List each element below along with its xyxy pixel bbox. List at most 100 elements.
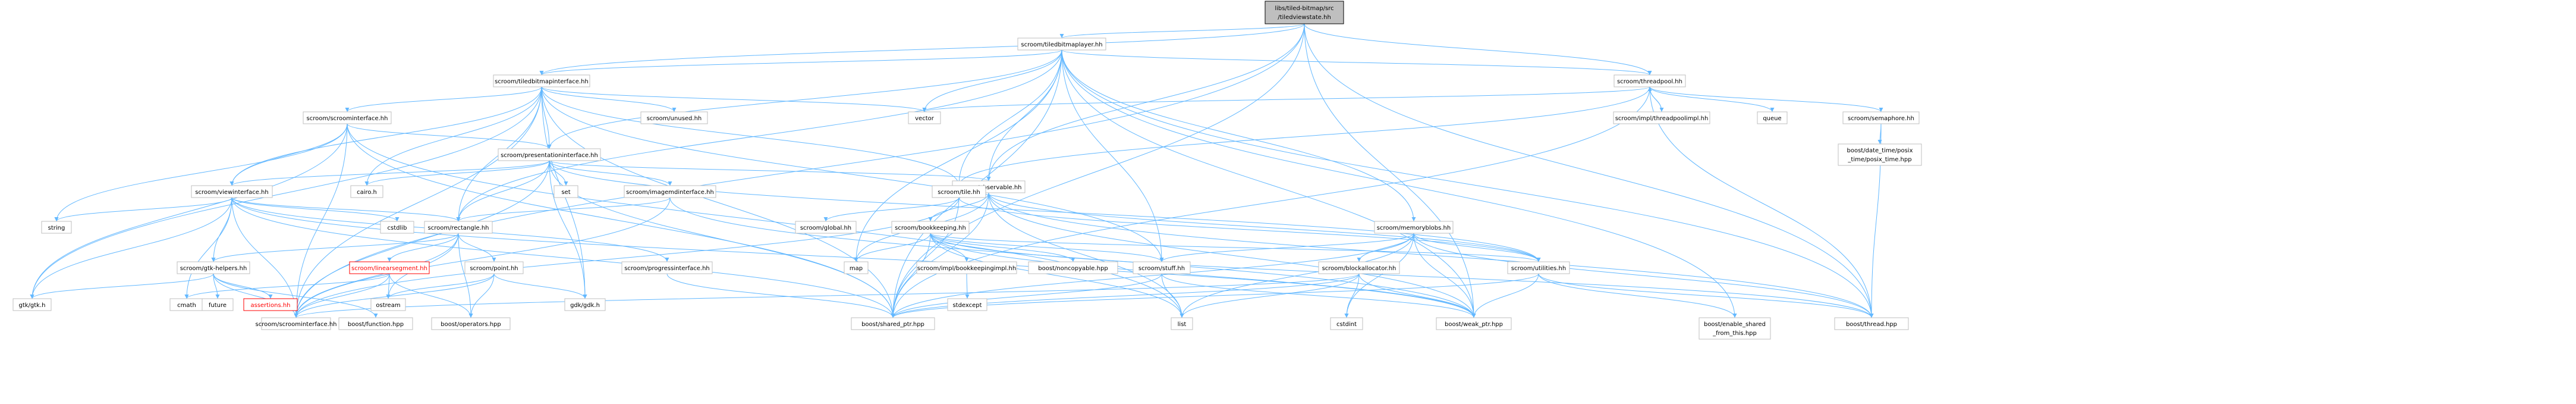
include-edge: [891, 86, 1650, 318]
include-edge: [1304, 23, 1874, 318]
node-string[interactable]: string: [41, 221, 72, 234]
include-edge: [294, 233, 459, 318]
include-edge: [1061, 49, 1476, 318]
node-tiledviewstate[interactable]: libs/tiled-bitmap/src /tiledviewstate.hh: [1265, 1, 1344, 24]
include-edge: [30, 86, 542, 299]
node-vector[interactable]: vector: [908, 111, 941, 124]
node-cstdint[interactable]: cstdint: [1330, 317, 1363, 330]
node-shared-ptr[interactable]: boost/shared_ptr.hpp: [851, 317, 935, 330]
include-edge: [891, 273, 1539, 318]
include-edge: [1061, 49, 1164, 262]
include-edge: [891, 197, 960, 318]
node-tile[interactable]: scroom/tile.hh: [932, 185, 986, 198]
node-rectangle[interactable]: scroom/rectangle.hh: [424, 221, 493, 234]
node-posix-time[interactable]: boost/date_time/posix_time/posix_time.hp…: [1838, 143, 1922, 166]
node-map[interactable]: map: [844, 261, 869, 274]
include-edge: [184, 273, 390, 299]
node-cmath[interactable]: cmath: [169, 298, 204, 311]
include-edge: [1061, 49, 1737, 318]
include-edge: [30, 273, 214, 299]
node-function[interactable]: boost/function.hpp: [338, 317, 413, 330]
node-enable-shared-from-this[interactable]: boost/enable_shared_from_this.hpp: [1699, 317, 1771, 340]
include-edge: [922, 86, 1650, 112]
include-edge: [957, 49, 1062, 186]
node-memoryblobs[interactable]: scroom/memoryblobs.hh: [1374, 221, 1454, 234]
node-thread[interactable]: boost/thread.hpp: [1834, 317, 1909, 330]
node-scroominterface[interactable]: scroom/scroominterface.hh: [303, 111, 392, 124]
include-edge: [1061, 49, 1416, 222]
include-edge: [988, 192, 1874, 318]
node-scroom-interface[interactable]: scroom/scroominterface.hh: [256, 317, 337, 330]
node-bookkeepingimpl[interactable]: scroom/impl/bookkeepingimpl.hh: [916, 261, 1017, 274]
include-edge: [549, 160, 568, 186]
include-edge: [891, 192, 989, 318]
node-weak-ptr[interactable]: boost/weak_ptr.hpp: [1436, 317, 1512, 330]
node-label: scroom/progressinterface.hh: [624, 265, 710, 272]
node-bookkeeping[interactable]: scroom/bookkeeping.hh: [891, 221, 970, 234]
node-threadpoolimpl[interactable]: scroom/impl/threadpoolimpl.hh: [1613, 111, 1710, 124]
include-edge: [922, 49, 1062, 112]
include-edge: [294, 160, 550, 318]
include-edge: [1413, 233, 1476, 318]
node-operators[interactable]: boost/operators.hpp: [431, 317, 511, 330]
include-edge: [458, 233, 496, 262]
node-unused[interactable]: scroom/unused.hh: [640, 111, 708, 124]
node-cairo[interactable]: cairo.h: [350, 185, 383, 198]
node-assertions[interactable]: assertions.hh: [243, 298, 298, 311]
node-gtkhelpers[interactable]: scroom/gtk-helpers.hh: [177, 261, 250, 274]
node-label: boost/shared_ptr.hpp: [861, 321, 924, 328]
node-list[interactable]: list: [1171, 317, 1193, 330]
node-label: scroom/scroominterface.hh: [256, 321, 337, 328]
include-edge: [1061, 49, 1652, 76]
node-blockallocator[interactable]: scroom/blockallocator.hh: [1318, 261, 1400, 274]
include-edge: [294, 273, 390, 318]
include-edge: [541, 86, 1164, 262]
node-imagemdinterface[interactable]: scroom/imagemdinterface.hh: [624, 185, 716, 198]
node-threadpool[interactable]: scroom/threadpool.hh: [1613, 74, 1686, 87]
node-queue[interactable]: queue: [1757, 111, 1788, 124]
node-future[interactable]: future: [202, 298, 234, 311]
include-edge: [1649, 86, 1775, 112]
node-label: boost/thread.hpp: [1846, 321, 1897, 328]
node-gtk[interactable]: gtk/gtk.h: [12, 298, 52, 311]
node-label: cmath: [177, 302, 196, 309]
node-label: scroom/memoryblobs.hh: [1377, 225, 1451, 231]
node-gdk[interactable]: gdk/gdk.h: [564, 298, 606, 311]
node-tiledbitmaplayer[interactable]: scroom/tiledbitmaplayer.hh: [1017, 37, 1106, 51]
node-global[interactable]: scroom/global.hh: [795, 221, 857, 234]
node-label: scroom/stuff.hh: [1138, 265, 1185, 272]
node-stuff[interactable]: scroom/stuff.hh: [1133, 261, 1191, 274]
node-label: scroom/tiledbitmapinterface.hh: [495, 79, 589, 85]
node-presentationinterface[interactable]: scroom/presentationinterface.hh: [498, 148, 601, 161]
node-cstdlib[interactable]: cstdlib: [380, 221, 414, 234]
include-edge: [213, 273, 273, 299]
node-tiledbitmapinterface[interactable]: scroom/tiledbitmapinterface.hh: [493, 74, 590, 87]
node-semaphore[interactable]: scroom/semaphore.hh: [1842, 111, 1920, 124]
include-edge: [1161, 273, 1184, 318]
include-edge: [891, 23, 1305, 318]
node-noncopyable[interactable]: boost/noncopyable.hpp: [1028, 261, 1118, 274]
include-edge: [1061, 49, 1874, 318]
include-edge: [1538, 273, 1874, 318]
node-set[interactable]: set: [553, 185, 578, 198]
node-label: scroom/point.hh: [470, 265, 518, 272]
node-ostream[interactable]: ostream: [370, 298, 406, 311]
include-edge: [30, 123, 348, 299]
node-label: scroom/unused.hh: [647, 115, 702, 122]
node-label: scroom/presentationinterface.hh: [501, 152, 598, 159]
node-label: scroom/semaphore.hh: [1848, 115, 1914, 122]
node-label: scroom/rectangle.hh: [427, 225, 489, 231]
node-stdexcept[interactable]: stdexcept: [947, 298, 987, 311]
include-edge: [541, 86, 961, 186]
include-edge: [389, 273, 473, 318]
include-edge: [539, 49, 1062, 76]
include-edge: [854, 233, 931, 262]
node-utilities[interactable]: scroom/utilities.hh: [1507, 261, 1570, 274]
node-label: queue: [1763, 115, 1781, 122]
node-progressinterface[interactable]: scroom/progressinterface.hh: [621, 261, 713, 274]
node-viewinterface[interactable]: scroom/viewinterface.hh: [191, 185, 273, 198]
node-linearsegment[interactable]: scroom/linearsegment.hh: [349, 261, 430, 274]
node-point[interactable]: scroom/point.hh: [464, 261, 524, 274]
include-edge: [891, 233, 1414, 318]
